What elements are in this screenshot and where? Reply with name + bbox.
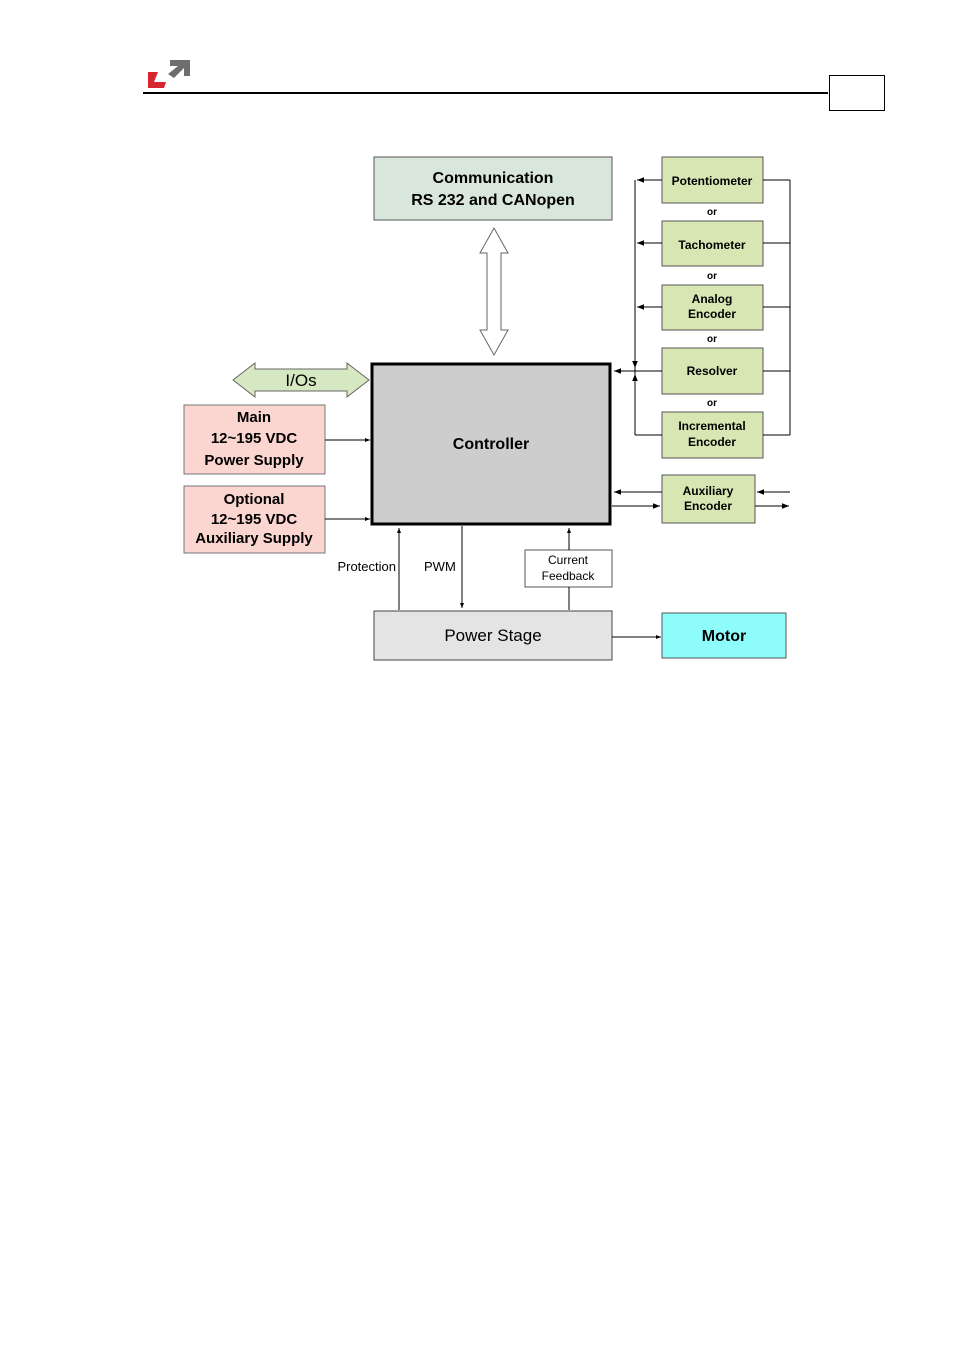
communication-line2: RS 232 and CANopen bbox=[411, 192, 575, 209]
aux-encoder-line2: Encoder bbox=[684, 499, 732, 513]
or-label: or bbox=[707, 334, 717, 345]
feedback-device-tachometer: Tachometer bbox=[662, 221, 763, 266]
controller-block: Controller bbox=[372, 364, 610, 524]
auxiliary-supply-block: Optional 12~195 VDC Auxiliary Supply bbox=[184, 486, 325, 553]
feedback-bus-right bbox=[763, 180, 790, 435]
feedback-device-label: Resolver bbox=[687, 364, 738, 378]
main-power-supply-block: Main 12~195 VDC Power Supply bbox=[184, 405, 325, 474]
aux-supply-line3: Auxiliary Supply bbox=[195, 530, 313, 547]
protection-label: Protection bbox=[337, 559, 396, 574]
feedback-bus-left bbox=[614, 180, 662, 435]
current-feedback-block: Current Feedback bbox=[525, 550, 612, 587]
feedback-device-incremental-encoder: Incremental Encoder bbox=[662, 412, 763, 458]
main-supply-line3: Power Supply bbox=[204, 452, 304, 469]
power-stage-block: Power Stage bbox=[374, 611, 612, 660]
current-feedback-line1: Current bbox=[548, 553, 589, 567]
motor-block: Motor bbox=[662, 613, 786, 658]
power-stage-label: Power Stage bbox=[444, 626, 541, 645]
communication-block: Communication RS 232 and CANopen bbox=[374, 157, 612, 220]
motor-label: Motor bbox=[702, 628, 746, 645]
feedback-device-label: Incremental bbox=[678, 419, 745, 433]
ios-label: I/Os bbox=[285, 371, 316, 390]
aux-supply-line1: Optional bbox=[224, 491, 285, 508]
ios-block: I/Os bbox=[233, 363, 369, 397]
or-label: or bbox=[707, 398, 717, 409]
feedback-device-label-line2: Encoder bbox=[688, 307, 736, 321]
or-label: or bbox=[707, 207, 717, 218]
controller-label: Controller bbox=[453, 436, 529, 453]
or-label: or bbox=[707, 271, 717, 282]
auxiliary-encoder-block: Auxiliary Encoder bbox=[662, 475, 755, 523]
current-feedback-line2: Feedback bbox=[542, 569, 596, 583]
communication-line1: Communication bbox=[433, 170, 554, 187]
main-supply-line1: Main bbox=[237, 409, 271, 426]
aux-encoder-line1: Auxiliary bbox=[683, 484, 734, 498]
main-supply-line2: 12~195 VDC bbox=[211, 430, 297, 447]
feedback-device-resolver: Resolver bbox=[662, 348, 763, 394]
feedback-device-analog-encoder: Analog Encoder bbox=[662, 285, 763, 330]
feedback-device-label: Analog bbox=[692, 292, 733, 306]
pwm-label: PWM bbox=[424, 559, 456, 574]
feedback-device-label-line2: Encoder bbox=[688, 435, 736, 449]
feedback-device-label: Potentiometer bbox=[672, 174, 753, 188]
communication-bus-arrow bbox=[480, 228, 508, 355]
feedback-device-label: Tachometer bbox=[678, 238, 745, 252]
aux-supply-line2: 12~195 VDC bbox=[211, 511, 297, 528]
feedback-device-potentiometer: Potentiometer bbox=[662, 157, 763, 203]
